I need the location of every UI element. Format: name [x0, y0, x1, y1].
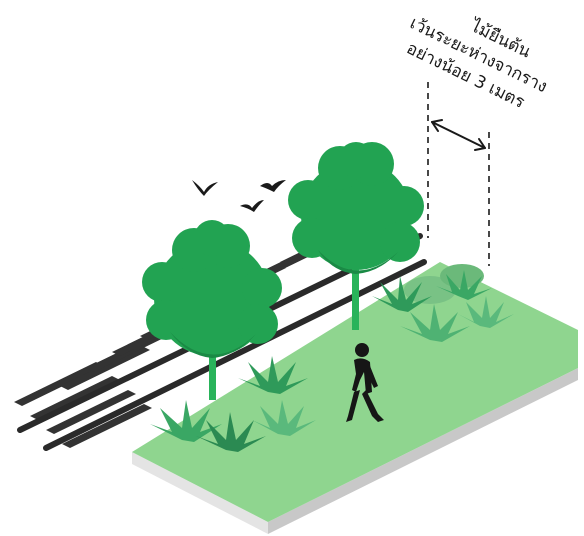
bird-icon	[192, 180, 218, 196]
birds	[192, 180, 286, 212]
annotation-label: ไม้ยืนต้น เว้นระยะห่างจากราง อย่างน้อย 3…	[396, 0, 561, 119]
measurement-lines	[428, 82, 489, 266]
tree-canopy	[142, 220, 282, 356]
bird-icon	[260, 180, 286, 192]
distance-arrow	[432, 120, 485, 150]
bird-icon	[240, 200, 264, 212]
tree-canopy	[288, 142, 424, 270]
